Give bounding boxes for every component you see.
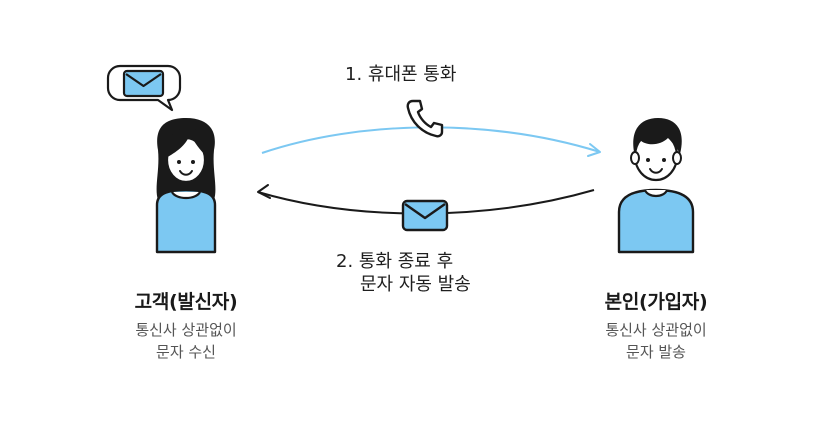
owner-avatar [617,118,695,254]
customer-title: 고객(발신자) [134,291,238,313]
phone-icon [406,99,444,138]
customer-desc-line1: 통신사 상관없이 [135,321,237,339]
customer-desc-line2: 문자 수신 [156,343,216,361]
customer-avatar [155,118,217,254]
step1-label: 1. 휴대폰 통화 [345,64,457,85]
owner-desc-line1: 통신사 상관없이 [605,321,707,339]
owner-desc-line2: 문자 발송 [626,343,686,361]
envelope-icon [401,199,449,232]
owner-title: 본인(가입자) [604,291,708,313]
speech-bubble-icon [106,64,182,112]
step2-label-line2: 문자 자동 발송 [360,274,471,295]
step2-label-line1: 2. 통화 종료 후 [336,251,454,272]
